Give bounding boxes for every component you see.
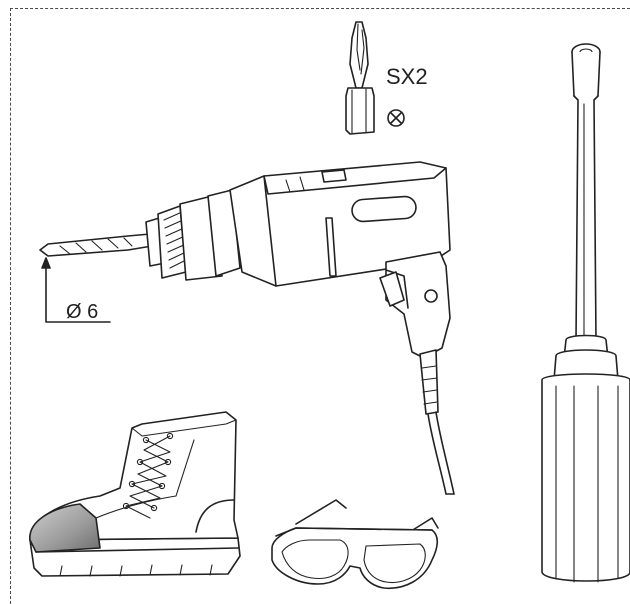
bit-size-label: SX2 [386,64,428,89]
safety-boot-icon [29,411,241,577]
screwdriver-bit-icon [345,21,375,135]
power-drill-icon [39,161,455,495]
drill-diameter-dimension [41,257,111,323]
drill-diameter-label: Ø 6 [66,301,99,323]
cross-circle-icon [387,109,405,127]
screwdriver-icon [541,43,630,583]
boot-laces [122,432,174,519]
safety-glasses-icon [271,499,439,590]
dashed-frame [10,8,630,604]
